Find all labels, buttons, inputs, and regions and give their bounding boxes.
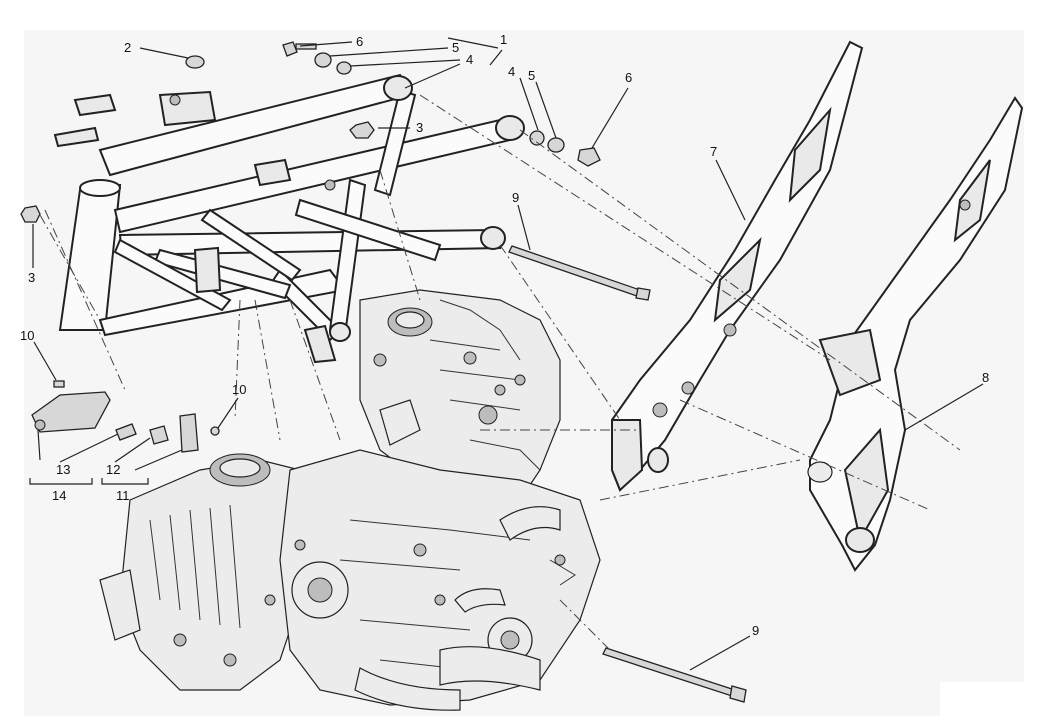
callout-3-left: 3 — [28, 270, 35, 285]
callout-5-top: 5 — [452, 40, 459, 55]
callout-2: 2 — [124, 40, 131, 55]
callout-5-right: 5 — [528, 68, 535, 83]
engine-illustration — [99, 289, 601, 711]
callout-6-right: 6 — [625, 70, 632, 85]
rear-subframe-right — [807, 96, 1024, 572]
callout-12: 12 — [106, 462, 120, 477]
callout-13: 13 — [56, 462, 70, 477]
callout-7: 7 — [710, 144, 717, 159]
callout-8: 8 — [982, 370, 989, 385]
callout-4-right: 4 — [508, 64, 515, 79]
callout-9-top: 9 — [512, 190, 519, 205]
callout-6-top: 6 — [356, 34, 363, 49]
loose-hardware — [20, 41, 747, 703]
callout-14: 14 — [52, 488, 66, 503]
callout-10-right: 10 — [232, 382, 246, 397]
callout-11: 11 — [116, 488, 130, 503]
callout-4-top: 4 — [466, 52, 473, 67]
callout-leaders — [29, 37, 984, 671]
rear-subframe-left — [611, 40, 864, 492]
callout-9-bottom: 9 — [752, 623, 759, 638]
callout-3-top: 3 — [416, 120, 423, 135]
callout-labels: 1 2 3 3 4 4 5 5 6 6 7 8 9 9 10 10 11 12 … — [20, 32, 989, 638]
callout-10-left: 10 — [20, 328, 34, 343]
trellis-frame — [53, 73, 525, 364]
assembly-centerlines — [39, 94, 961, 651]
callout-1: 1 — [500, 32, 507, 47]
